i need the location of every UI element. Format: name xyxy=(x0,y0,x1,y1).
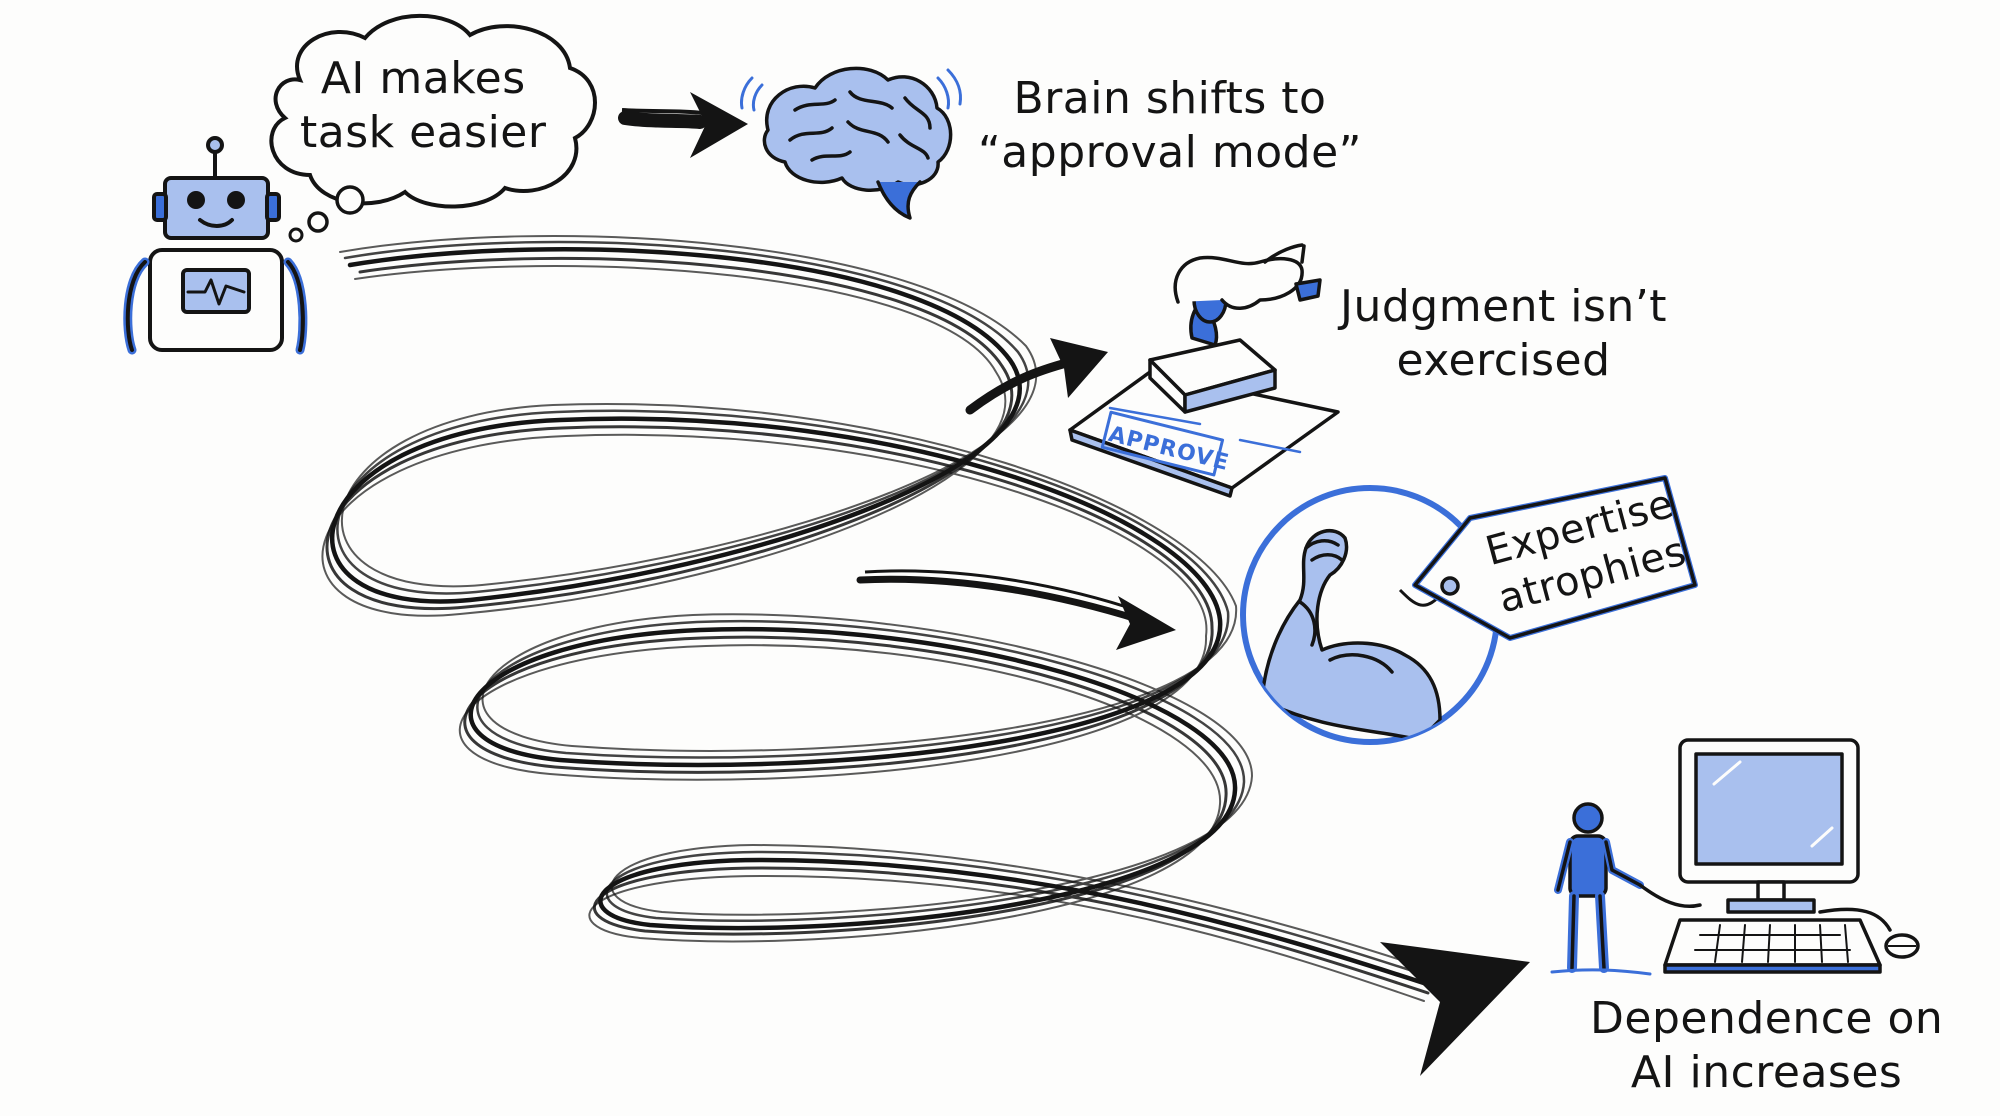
label-line: “approval mode” xyxy=(978,126,1362,178)
label-line: task easier xyxy=(300,106,547,158)
tag-icon xyxy=(1398,475,1698,641)
flexed-arm-icon xyxy=(1240,485,1500,745)
label-line: AI increases xyxy=(1630,1046,1903,1098)
label-dependence: Dependence on AI increases xyxy=(1590,992,1943,1099)
robot-icon xyxy=(123,136,308,355)
spiral-strokes xyxy=(321,235,1439,1002)
label-line: AI makes xyxy=(320,53,526,104)
label-brain-shifts: Brain shifts to “approval mode” xyxy=(978,72,1362,179)
label-line: Brain shifts to xyxy=(1013,73,1327,124)
thought-bubble xyxy=(269,13,597,243)
arrow-to-brain xyxy=(618,92,748,158)
label-judgment: Judgment isn’t exercised xyxy=(1340,280,1667,387)
computer-icon xyxy=(1663,738,1892,974)
spiral-strand-2 xyxy=(325,256,1430,995)
label-line: exercised xyxy=(1396,334,1611,386)
brain-icon xyxy=(740,66,962,220)
spiral-strand-3 xyxy=(336,240,1436,980)
spiral-strand-4 xyxy=(321,265,1425,1002)
label-line: Judgment isn’t xyxy=(1340,281,1668,332)
spiral-strand-5 xyxy=(339,235,1439,973)
arrow-to-muscle xyxy=(856,569,1176,650)
mouse-icon xyxy=(1884,933,1920,959)
stamp-icon xyxy=(1068,243,1340,498)
arrow-to-stamp xyxy=(965,338,1108,415)
label-ai-makes-task-easier: AI makes task easier xyxy=(300,52,546,159)
label-line: Dependence on xyxy=(1590,993,1944,1044)
person-icon xyxy=(1550,802,1702,976)
spiral-main xyxy=(330,247,1433,988)
arrow-to-dependence xyxy=(1380,942,1530,1076)
